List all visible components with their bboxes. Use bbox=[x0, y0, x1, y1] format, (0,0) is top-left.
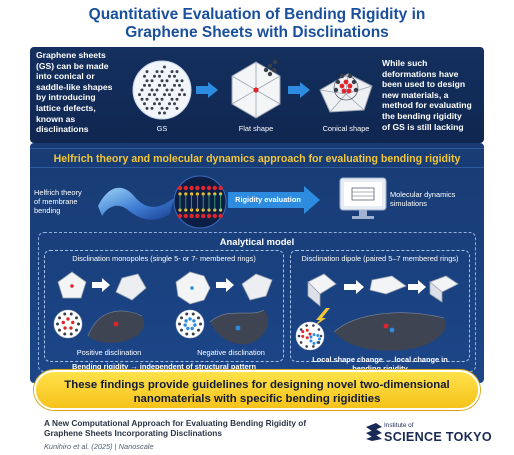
negative-ring-icon bbox=[175, 309, 205, 339]
banner-line-2: nanomaterials with specific bending rigi… bbox=[133, 393, 381, 405]
monopole-result: Bending rigidity → independent of struct… bbox=[72, 362, 256, 371]
logo-science-tokyo-text: SCIENCE TOKYO bbox=[384, 430, 492, 444]
dipole-ring-icon bbox=[295, 321, 325, 351]
positive-disclination-label: Positive disclination bbox=[76, 348, 142, 357]
paper-title: A New Computational Approach for Evaluat… bbox=[44, 418, 307, 438]
dipole-cube-2 bbox=[429, 275, 459, 303]
page-title: Quantitative Evaluation of Bending Rigid… bbox=[0, 6, 514, 42]
monopole-box bbox=[44, 250, 284, 362]
dipole-mesh bbox=[333, 312, 446, 351]
lipid-bilayer-illustration bbox=[173, 175, 227, 229]
label-flat-shape: Flat shape bbox=[238, 124, 274, 133]
flat-hexagon-illustration bbox=[231, 59, 281, 119]
rigidity-evaluation-label: Rigidity evaluation bbox=[235, 195, 301, 204]
negative-saddle-mesh bbox=[209, 309, 269, 345]
dipole-box bbox=[290, 250, 470, 362]
label-gs: GS bbox=[156, 124, 168, 133]
helfrich-theory-label: Helfrich theory of membrane bending bbox=[34, 188, 82, 216]
rigidity-evaluation-arrow-icon bbox=[228, 186, 320, 214]
positive-ring-icon bbox=[53, 309, 83, 339]
molecular-dynamics-label: Molecular dynamics simulations bbox=[390, 190, 456, 209]
dipole-cube-1 bbox=[307, 273, 337, 307]
helfrich-heading: Helfrich theory and molecular dynamics a… bbox=[30, 148, 484, 168]
arrow-right-icon bbox=[288, 82, 310, 98]
pentagon-cone-shape bbox=[115, 273, 147, 301]
conical-shape-illustration bbox=[319, 73, 373, 113]
dipole-illustrations bbox=[295, 273, 459, 351]
logo-institute-text: Institute of bbox=[384, 422, 414, 429]
banner-line-1: These findings provide guidelines for de… bbox=[64, 379, 450, 391]
positive-cone-mesh bbox=[87, 310, 145, 343]
heptagon-shape bbox=[175, 271, 211, 305]
arrow-right-icon bbox=[196, 82, 218, 98]
pentagon-shape bbox=[57, 271, 87, 299]
science-tokyo-logo-icon bbox=[366, 423, 382, 441]
graphene-sheet-illustration bbox=[132, 60, 192, 120]
intro-left-text: Graphene sheets (GS) can be made into co… bbox=[36, 50, 113, 135]
dipole-result: Local shape change → local change in ben… bbox=[312, 355, 448, 373]
analytical-model-heading: Analytical model bbox=[219, 236, 295, 247]
monopole-title: Disclination monopoles (single 5- or 7- … bbox=[72, 254, 256, 263]
membrane-surface-illustration bbox=[98, 187, 174, 220]
title-line-1: Quantitative Evaluation of Bending Rigid… bbox=[88, 6, 426, 23]
title-line-2: Graphene Sheets with Disclinations bbox=[125, 24, 389, 41]
paper-citation: Kunihiro et al. (2025) | Nanoscale bbox=[44, 442, 154, 451]
dipole-flat-shape bbox=[369, 275, 407, 295]
conclusion-banner: These findings provide guidelines for de… bbox=[34, 370, 480, 410]
computer-monitor-icon bbox=[339, 177, 387, 219]
intro-right-text: While such deformations have been used t… bbox=[382, 58, 472, 132]
saddle-shape bbox=[241, 273, 273, 301]
negative-disclination-label: Negative disclination bbox=[197, 348, 265, 357]
label-conical-shape: Conical shape bbox=[322, 124, 370, 133]
dipole-title: Disclination dipole (paired 5–7 membered… bbox=[301, 254, 459, 263]
monopole-illustrations bbox=[53, 271, 273, 345]
